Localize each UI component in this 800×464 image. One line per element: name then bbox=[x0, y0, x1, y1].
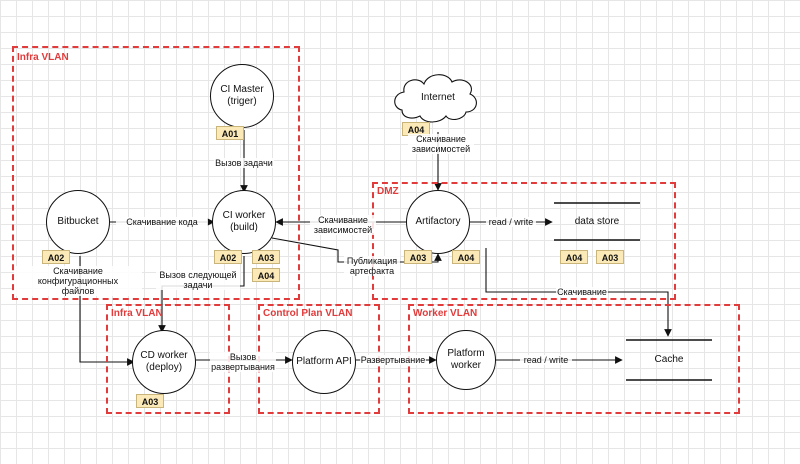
node-platform-api[interactable]: Platform API bbox=[292, 330, 356, 394]
node-cd-worker[interactable]: CD worker (deploy) bbox=[132, 330, 196, 394]
node-internet-label: Internet bbox=[421, 92, 455, 103]
badge-cd-worker: A03 bbox=[136, 394, 164, 408]
zone-label-infra-vlan-bottom: Infra VLAN bbox=[111, 308, 163, 319]
edge-label-read-write-cache: read / write bbox=[520, 355, 572, 365]
node-data-store-label: data store bbox=[574, 216, 620, 227]
badge-internet: A04 bbox=[402, 122, 430, 136]
node-cd-worker-label: CD worker (deploy) bbox=[140, 350, 188, 373]
node-platform-api-label: Platform API bbox=[296, 356, 352, 367]
zone-dmz bbox=[372, 182, 676, 300]
zone-label-dmz: DMZ bbox=[377, 186, 399, 197]
node-artifactory[interactable]: Artifactory bbox=[406, 190, 470, 254]
edge-label-next-task-call: Вызов следующей задачи bbox=[156, 270, 240, 290]
badge-artifactory-a03: A03 bbox=[404, 250, 432, 264]
node-ci-worker-label: CI worker (build) bbox=[222, 210, 266, 233]
badge-ci-worker-a03: A03 bbox=[252, 250, 280, 264]
edge-label-config-download: Скачивание конфигурационных файлов bbox=[14, 266, 142, 296]
badge-artifactory-a04: A04 bbox=[452, 250, 480, 264]
node-ci-master[interactable]: CI Master (triger) bbox=[210, 64, 274, 128]
edge-label-task-call: Вызов задачи bbox=[214, 158, 274, 168]
badge-data-store-a04: A04 bbox=[560, 250, 588, 264]
node-platform-worker-label: Platform worker bbox=[447, 348, 485, 371]
edge-label-deploy-call: Вызов развертывания bbox=[210, 352, 276, 372]
edge-label-artifact-publish: Публикация артефакта bbox=[344, 256, 400, 276]
node-ci-worker[interactable]: CI worker (build) bbox=[212, 190, 276, 254]
edge-label-download-cache: Скачивание bbox=[556, 287, 608, 297]
node-platform-worker[interactable]: Platform worker bbox=[436, 330, 496, 390]
node-artifactory-label: Artifactory bbox=[415, 216, 461, 227]
edge-artifact-publish bbox=[271, 237, 442, 263]
badge-ci-worker-a04: A04 bbox=[252, 268, 280, 282]
edge-label-code-download: Скачивание кода bbox=[116, 217, 208, 227]
zone-label-worker-vlan: Worker VLAN bbox=[413, 308, 478, 319]
node-bitbucket-label: Bitbucket bbox=[57, 216, 99, 227]
edge-label-read-write-store: read / write bbox=[486, 217, 536, 227]
node-ci-master-label: CI Master (triger) bbox=[220, 84, 264, 107]
internet-cloud-icon bbox=[394, 74, 477, 123]
badge-ci-master: A01 bbox=[216, 126, 244, 140]
zone-infra-vlan-top bbox=[12, 46, 300, 300]
zone-label-control-plan-vlan: Control Plan VLAN bbox=[263, 308, 353, 319]
badge-ci-worker-a02: A02 bbox=[214, 250, 242, 264]
zone-label-infra-vlan-top: Infra VLAN bbox=[17, 52, 69, 63]
edge-label-deploy: Развертывание bbox=[360, 355, 426, 365]
badge-data-store-a03: A03 bbox=[596, 250, 624, 264]
badge-bitbucket: A02 bbox=[42, 250, 70, 264]
node-bitbucket[interactable]: Bitbucket bbox=[46, 190, 110, 254]
node-cache-label: Cache bbox=[654, 354, 684, 365]
edge-label-deps-download: Скачивание зависимостей bbox=[310, 215, 376, 235]
edge-label-internet-deps: Скачивание зависимостей bbox=[408, 134, 474, 154]
